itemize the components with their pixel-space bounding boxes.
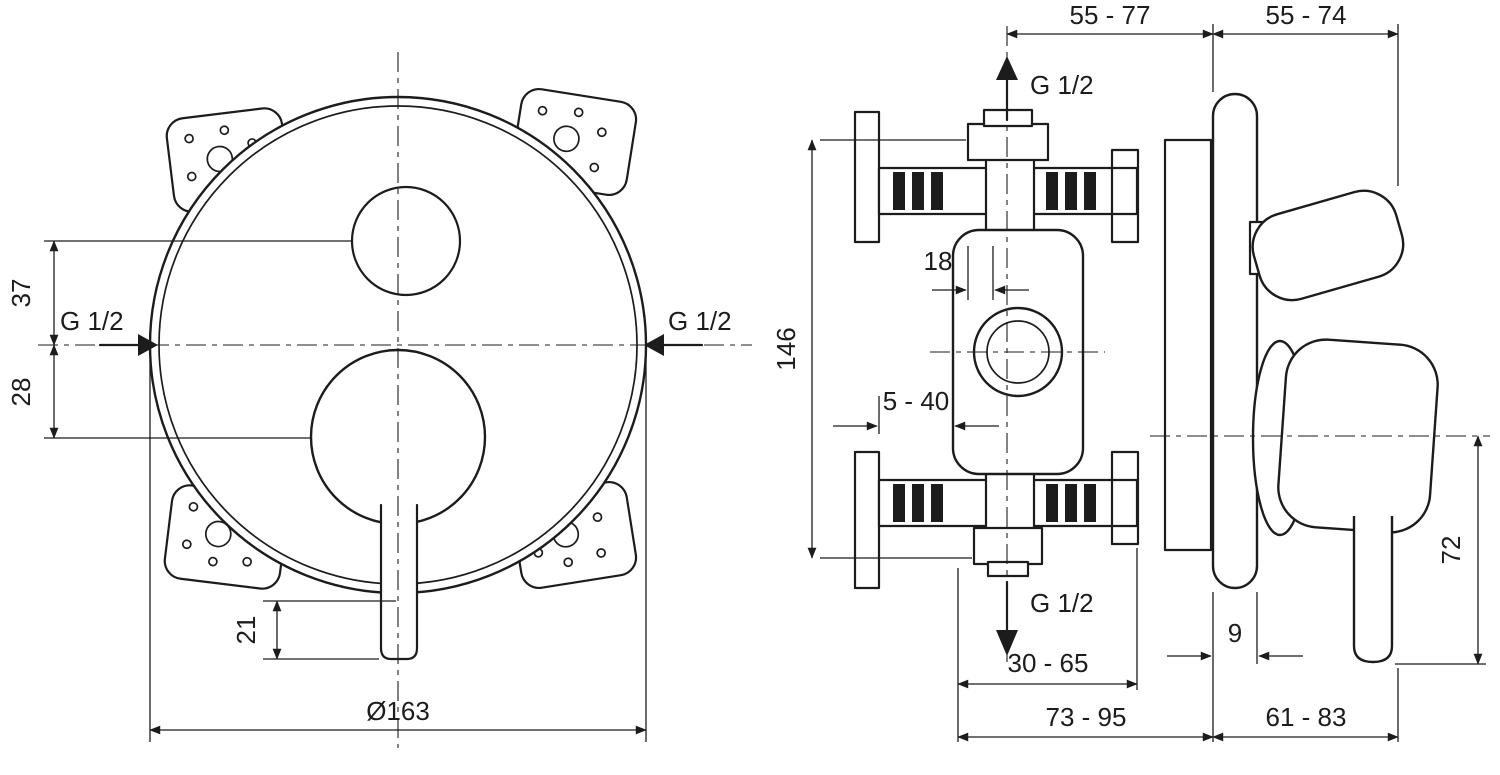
port-g12-right-label: G 1/2: [668, 306, 732, 336]
bottom-port-stub: [986, 560, 1030, 578]
dim-9-label: 9: [1228, 618, 1242, 648]
escutcheon-plate-side: [1211, 92, 1259, 590]
top-union-nut: [966, 122, 1050, 162]
side-view: G 1/2 G 1/2 55 - 77 55 - 74 146 18 5 - 4…: [771, 0, 1490, 742]
flange-hatch-top: [1110, 148, 1140, 244]
flow-arrow-right-icon: [644, 334, 664, 356]
thread-marks-bottom: [893, 484, 1096, 522]
port-arrow-top-icon: [996, 56, 1018, 80]
dim-21-label: 21: [231, 616, 261, 645]
port-g12-left-label: G 1/2: [60, 306, 124, 336]
bottom-connector: [984, 464, 1036, 538]
top-connector: [984, 154, 1036, 242]
dim-5-40-label: 5 - 40: [883, 386, 950, 416]
bottom-union-nut: [972, 526, 1044, 566]
thread-marks-top: [893, 172, 1096, 210]
port-g12-bottom-label: G 1/2: [1030, 588, 1094, 618]
flow-arrow-left-icon: [138, 334, 158, 356]
dim-61-83-label: 61 - 83: [1266, 702, 1347, 732]
diverter-knob-side: [1251, 189, 1405, 302]
handle-body: [1277, 338, 1439, 534]
wall-plate-top: [853, 110, 881, 244]
handle-grip: [1352, 516, 1394, 664]
handle-lever: [379, 503, 419, 661]
dim-72-label: 72: [1436, 536, 1466, 565]
dim-146-label: 146: [771, 327, 801, 370]
wall-plate-bottom: [853, 450, 881, 590]
dim-28-label: 28: [6, 378, 36, 407]
dim-55-77-label: 55 - 77: [1070, 0, 1151, 30]
port-arrow-bottom-icon: [996, 630, 1018, 656]
front-view: 37 28 G 1/2 G 1/2 21 Ø163: [6, 52, 752, 748]
dim-diameter-label: Ø163: [366, 696, 430, 726]
dim-18-label: 18: [924, 246, 953, 276]
threaded-sleeve: [1163, 138, 1213, 552]
dim-37-label: 37: [6, 279, 36, 308]
dim-55-74-label: 55 - 74: [1266, 0, 1347, 30]
dim-30-65-label: 30 - 65: [1008, 648, 1089, 678]
dim-73-95-label: 73 - 95: [1046, 702, 1127, 732]
port-g12-top-label: G 1/2: [1030, 70, 1094, 100]
flange-hatch-bottom: [1110, 450, 1140, 546]
